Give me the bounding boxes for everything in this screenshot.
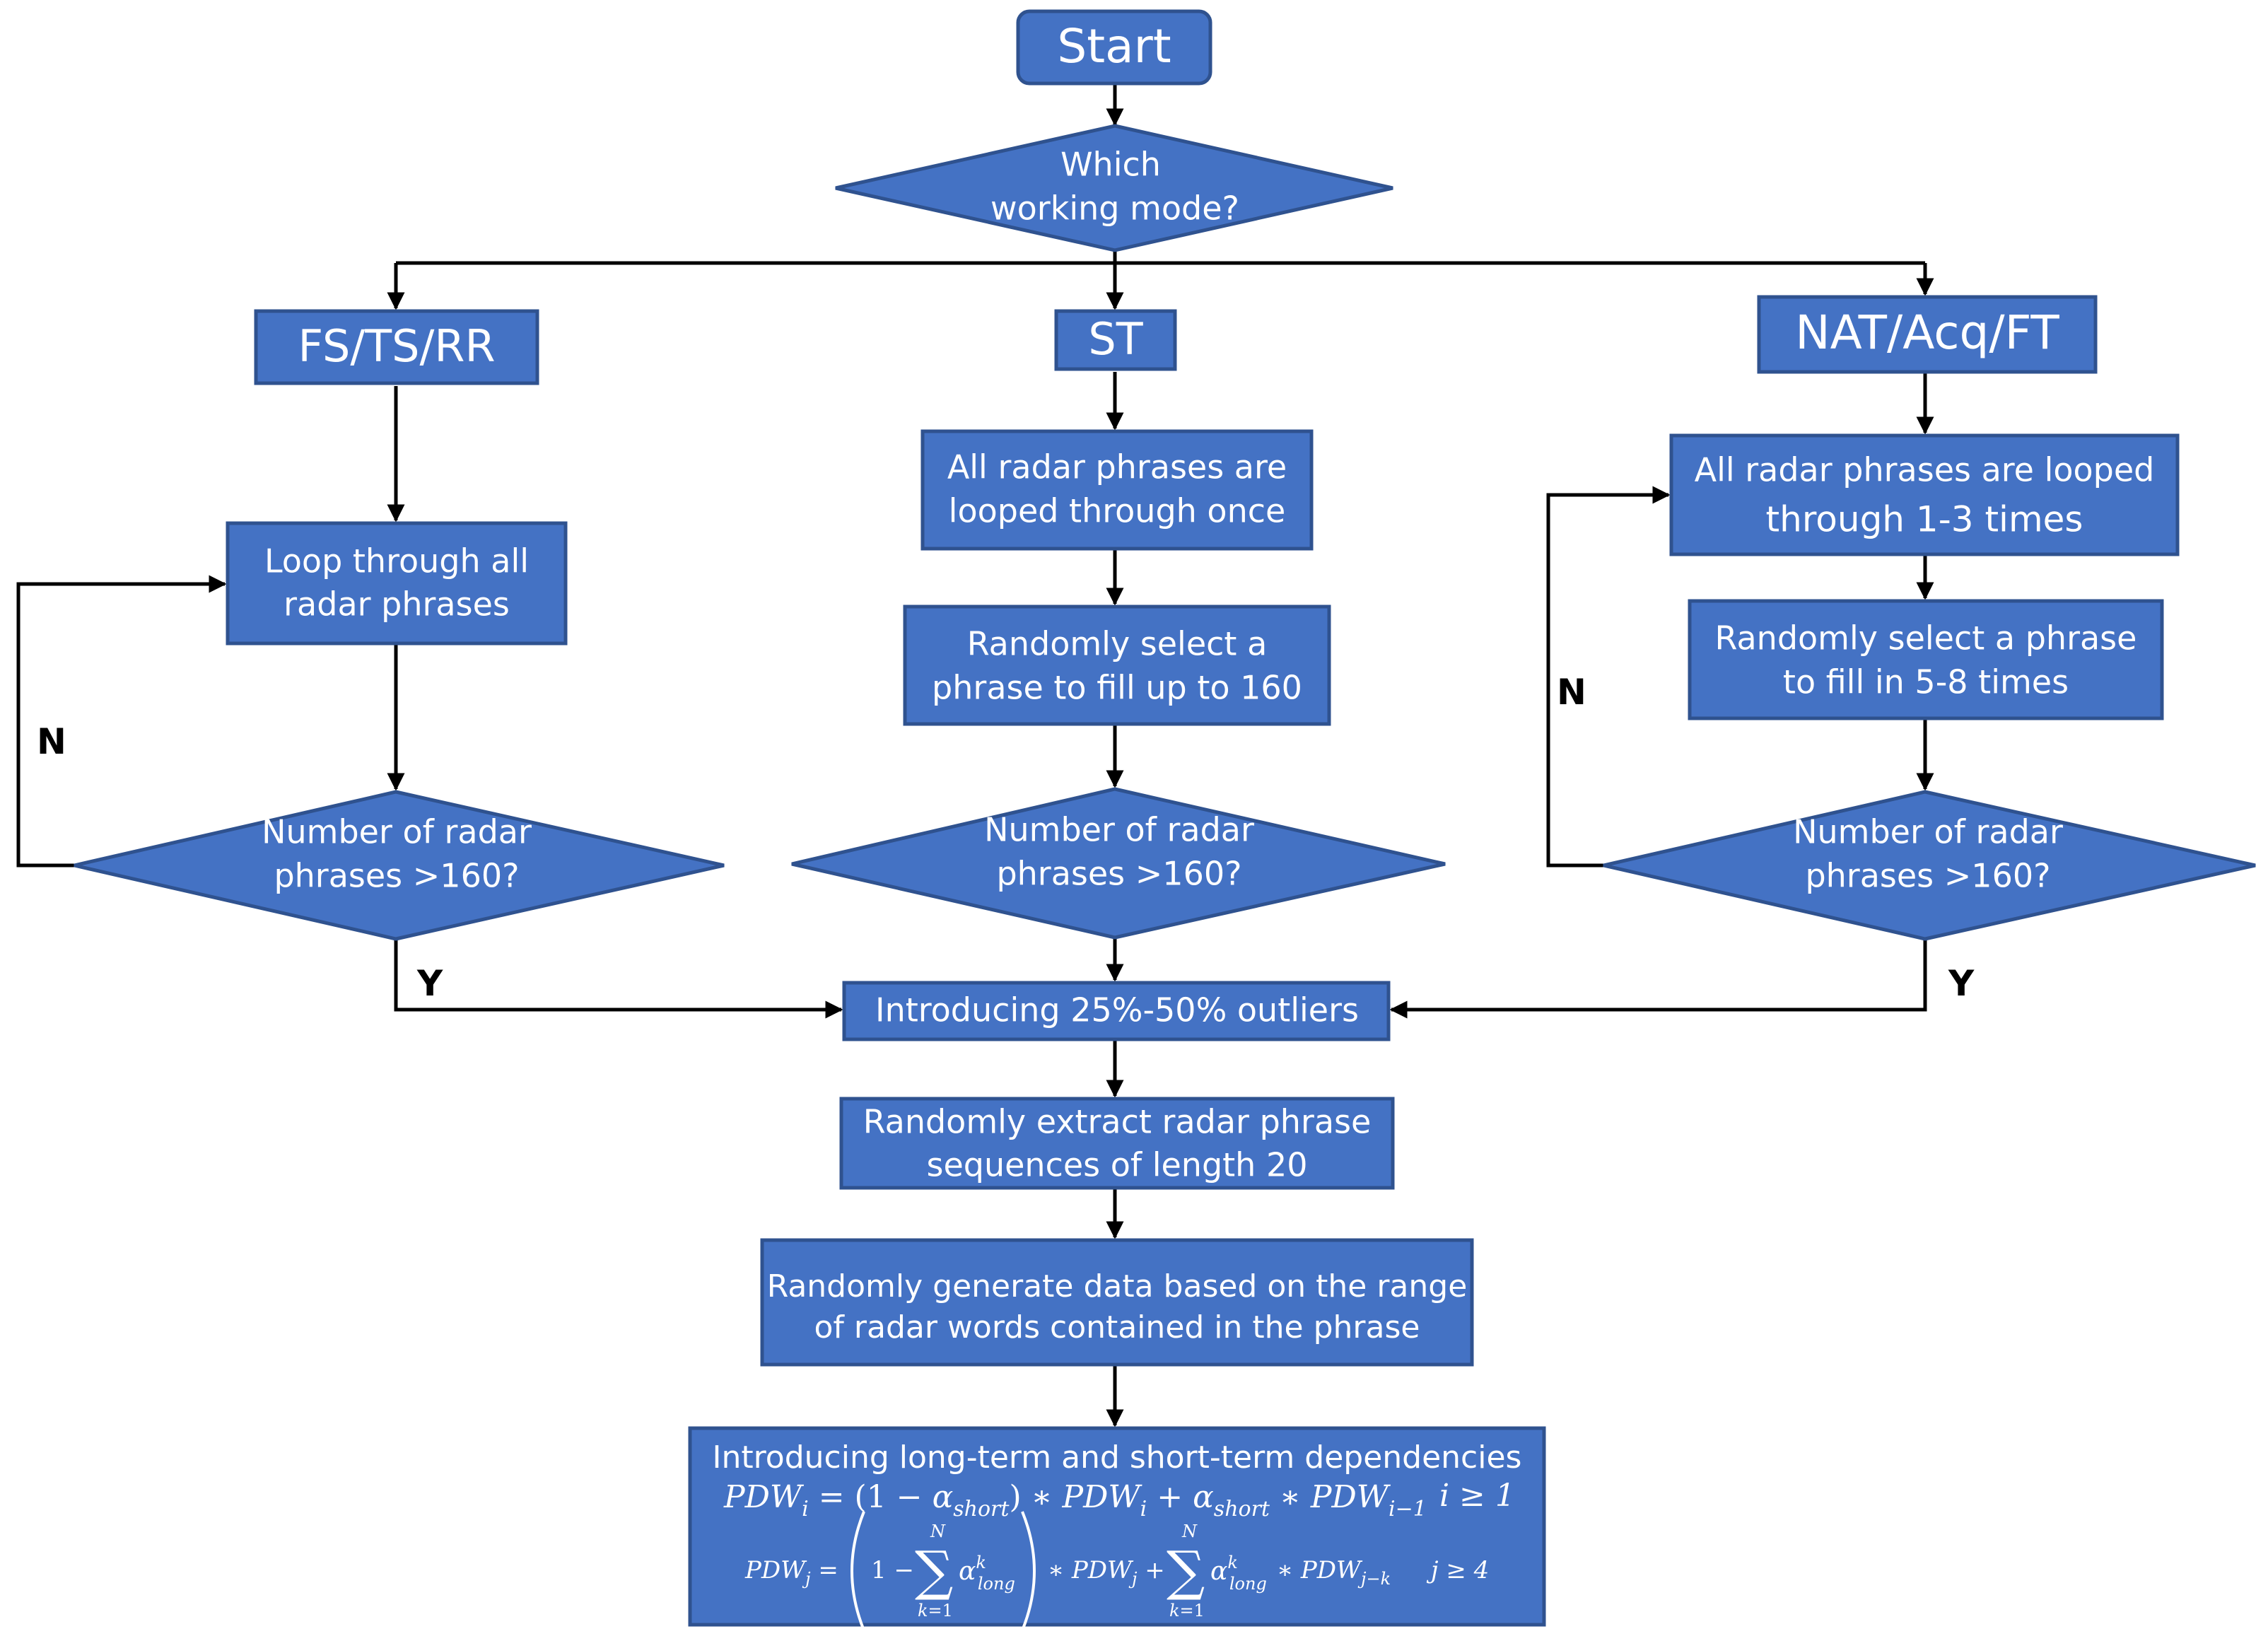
long-term-sum-1-upper: N bbox=[930, 1522, 946, 1541]
fs-loop-line-1: Loop through all bbox=[264, 542, 529, 580]
decision-working-mode-line-2: working mode? bbox=[990, 189, 1239, 228]
mode-st-label: ST bbox=[1088, 313, 1143, 365]
st-fill-line-2: phrase to fill up to 160 bbox=[932, 669, 1302, 707]
mode-nat-acq-ft: NAT/Acq/FT bbox=[1757, 295, 2098, 374]
mode-st: ST bbox=[1054, 309, 1177, 371]
dependencies-title: Introducing long-term and short-term dep… bbox=[713, 1439, 1522, 1476]
fs-check-line-2: phrases >160? bbox=[274, 857, 519, 895]
long-term-sum-2-lower: k=1 bbox=[1169, 1601, 1205, 1620]
mode-nat-acq-ft-label: NAT/Acq/FT bbox=[1795, 305, 2059, 360]
long-term-sum-2-upper: N bbox=[1181, 1522, 1198, 1541]
fs-loop-box: Loop through all radar phrases bbox=[226, 521, 568, 646]
nat-fill-box: Randomly select a phrase to fill in 5-8 … bbox=[1688, 599, 2164, 720]
long-term-left-paren bbox=[850, 1511, 865, 1631]
decision-working-mode-line-1: Which bbox=[1060, 146, 1161, 184]
connectors bbox=[16, 85, 1934, 1427]
nat-yes-label: Y bbox=[1948, 963, 1975, 1004]
st-loop-line-1: All radar phrases are bbox=[947, 448, 1287, 486]
long-term-one-minus: 1 − bbox=[871, 1556, 914, 1584]
st-fill-line-1: Randomly select a bbox=[967, 625, 1268, 663]
long-term-equation-lhs: PDWj = bbox=[744, 1556, 838, 1589]
nat-check-line-1: Number of radar bbox=[1793, 813, 2063, 851]
nat-no-label: N bbox=[1557, 672, 1586, 713]
outliers-box: Introducing 25%-50% outliers bbox=[842, 981, 1391, 1041]
extract-box: Randomly extract radar phrase sequences … bbox=[839, 1097, 1395, 1190]
generate-line-1: Randomly generate data based on the rang… bbox=[767, 1268, 1468, 1304]
long-term-condition: j ≥ 4 bbox=[1426, 1556, 1489, 1584]
long-term-sum-1-lower: k=1 bbox=[918, 1601, 953, 1620]
nat-check-decision: Number of radar phrases >160? bbox=[1603, 790, 2256, 941]
short-term-equation-formula: PDWi = (1 − αshort) ∗ PDWi + αshort ∗ PD… bbox=[723, 1479, 1427, 1522]
arrow-fs-no-loop bbox=[16, 575, 227, 868]
outliers-label: Introducing 25%-50% outliers bbox=[875, 991, 1359, 1029]
decision-working-mode: Which working mode? bbox=[835, 124, 1393, 252]
generate-box: Randomly generate data based on the rang… bbox=[760, 1238, 1474, 1367]
mode-fs-ts-rr: FS/TS/RR bbox=[254, 309, 539, 385]
st-loop-line-2: looped through once bbox=[949, 492, 1286, 530]
generate-line-2: of radar words contained in the phrase bbox=[814, 1309, 1420, 1345]
fs-check-decision: Number of radar phrases >160? bbox=[74, 790, 725, 941]
fs-no-label: N bbox=[37, 721, 66, 762]
arrow-fs-yes bbox=[394, 940, 843, 1019]
long-term-tail: ∗ PDWj−k bbox=[1277, 1556, 1391, 1589]
mode-fs-ts-rr-label: FS/TS/RR bbox=[298, 320, 495, 372]
long-term-sum-2: ∑ bbox=[1167, 1539, 1205, 1602]
arrow-nat-yes bbox=[1389, 940, 1927, 1019]
long-term-sum-1: ∑ bbox=[915, 1539, 953, 1602]
long-term-right-paren bbox=[1021, 1511, 1036, 1631]
st-check-line-2: phrases >160? bbox=[996, 855, 1241, 893]
short-term-equation: PDWi = (1 − αshort) ∗ PDWi + αshort ∗ PD… bbox=[723, 1478, 1515, 1522]
st-loop-box: All radar phrases are looped through onc… bbox=[920, 429, 1314, 551]
fs-yes-label: Y bbox=[416, 963, 443, 1004]
extract-line-2: sequences of length 20 bbox=[927, 1146, 1308, 1184]
arrow-nat-no-loop bbox=[1546, 486, 1671, 868]
nat-fill-line-2: to fill in 5-8 times bbox=[1783, 663, 2069, 701]
nat-loop-box: All radar phrases are looped through 1-3… bbox=[1669, 433, 2180, 556]
st-fill-box: Randomly select a phrase to fill up to 1… bbox=[903, 605, 1331, 726]
nat-loop-line-1: All radar phrases are looped bbox=[1695, 451, 2155, 489]
st-check-line-1: Number of radar bbox=[984, 811, 1254, 849]
extract-line-1: Randomly extract radar phrase bbox=[863, 1103, 1372, 1141]
dependencies-box: Introducing long-term and short-term dep… bbox=[688, 1426, 1546, 1631]
nat-check-line-2: phrases >160? bbox=[1805, 857, 2050, 895]
nat-loop-line-2: through 1-3 times bbox=[1766, 499, 2083, 540]
short-term-condition: i ≥ 1 bbox=[1439, 1478, 1515, 1514]
fs-loop-line-2: radar phrases bbox=[284, 585, 510, 624]
nat-fill-line-1: Randomly select a phrase bbox=[1715, 619, 2137, 658]
fs-check-line-1: Number of radar bbox=[262, 813, 532, 851]
st-check-decision: Number of radar phrases >160? bbox=[791, 787, 1446, 940]
long-term-mid: ∗ PDWj + bbox=[1048, 1556, 1165, 1589]
start-label: Start bbox=[1057, 19, 1171, 74]
start-node: Start bbox=[1016, 9, 1212, 86]
